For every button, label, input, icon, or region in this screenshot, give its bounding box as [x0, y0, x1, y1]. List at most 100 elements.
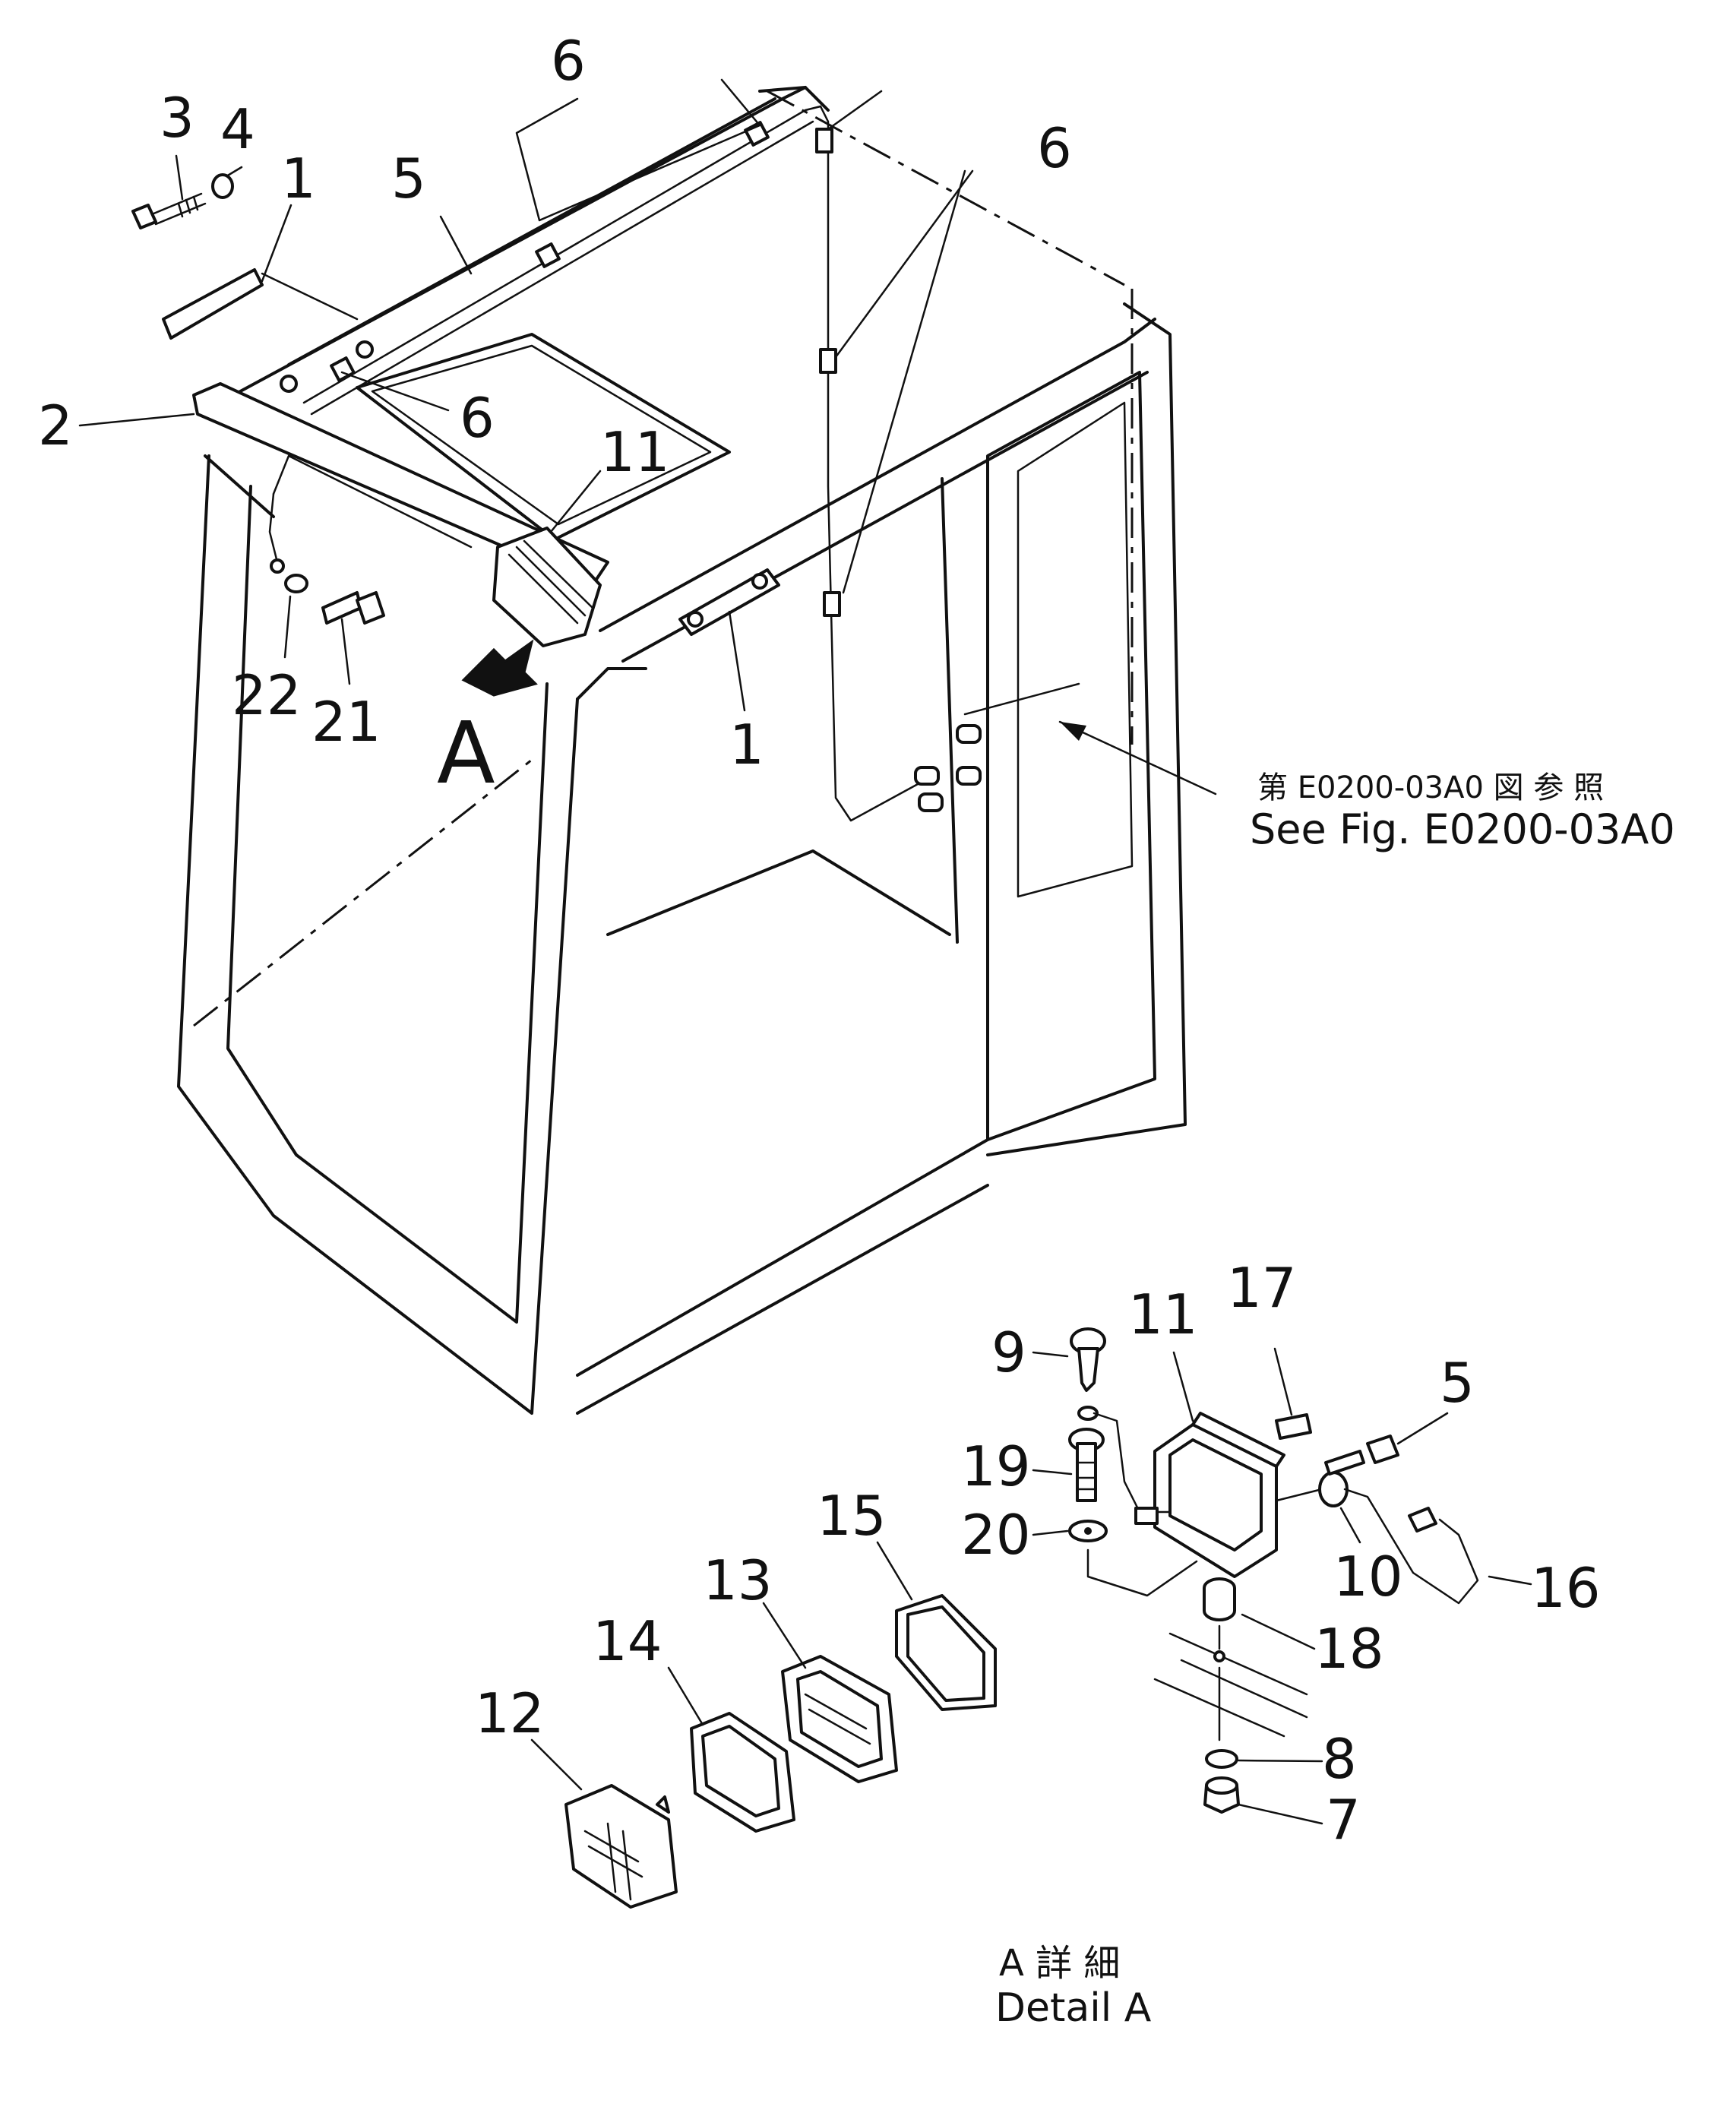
callout-6-mid: 6 [460, 386, 495, 450]
callout-2: 2 [38, 394, 73, 457]
clip-6b [535, 242, 561, 268]
washer-8 [1205, 1749, 1238, 1769]
leader-lines [78, 78, 1532, 1825]
washer-22 [284, 574, 308, 593]
callout-21: 21 [311, 690, 381, 754]
gasket-14-inner [701, 1725, 780, 1817]
view-letter-a: A [437, 704, 495, 803]
lamp-11-on-cab [492, 527, 602, 647]
washer-4 [211, 173, 234, 199]
washer-20-hole [1084, 1527, 1092, 1535]
wire-terminal [270, 558, 285, 574]
mount-hole [1213, 1650, 1225, 1662]
clip-6c [330, 356, 356, 382]
detail-caption-en: Detail A [995, 1985, 1152, 2031]
leader-19 [1032, 1469, 1073, 1476]
harness-wire-5 [302, 105, 936, 822]
callout-1-lower: 1 [729, 713, 764, 777]
callout-11-detail: 11 [1128, 1283, 1198, 1346]
detail-caption-jp: A 詳 細 [999, 1942, 1120, 1985]
bolt-21-head [356, 591, 385, 625]
leader-6-right-c [827, 90, 883, 131]
leader-6-mid [340, 371, 450, 412]
roof-right-beam [599, 318, 1156, 632]
leader-6-right-b [842, 169, 966, 594]
side-door-frame [986, 371, 1156, 1141]
callout-10: 10 [1333, 1545, 1403, 1608]
connector-d [918, 792, 944, 812]
connector-inner [1134, 1507, 1159, 1525]
callout-5-upper: 5 [391, 147, 426, 210]
rear-right-panel [986, 302, 1187, 1156]
leader-1b [728, 610, 746, 712]
leader-7 [1237, 1803, 1323, 1825]
mounting-bar [131, 173, 780, 647]
side-bottom-edge [576, 1184, 989, 1415]
front-pillar-left [177, 454, 579, 1415]
connector-16 [1408, 1507, 1437, 1533]
leader-13 [762, 1602, 807, 1669]
reference-note-en: See Fig. E0200-03A0 [1250, 805, 1675, 853]
callout-20: 20 [961, 1503, 1031, 1567]
bracket-11-top [1191, 1412, 1285, 1468]
reference-arrowhead [1060, 722, 1086, 741]
leader-21 [340, 618, 351, 685]
callout-17: 17 [1227, 1256, 1297, 1320]
leader-8 [1237, 1759, 1323, 1763]
assembly-line [1086, 1548, 1198, 1597]
leader-18 [1241, 1613, 1316, 1650]
callout-3: 3 [160, 86, 194, 150]
roof-rear-edge [767, 90, 1125, 286]
front-window-inner [226, 485, 549, 1324]
pillar-top [204, 454, 275, 518]
leader-2 [78, 413, 195, 427]
leader-3 [175, 154, 184, 201]
callout-6-right: 6 [1037, 116, 1072, 180]
side-bottom-inner [576, 1138, 989, 1377]
housing-13-inner [796, 1670, 883, 1768]
callout-16: 16 [1531, 1556, 1601, 1620]
nut-7-top [1205, 1776, 1238, 1795]
side-window [1017, 401, 1134, 898]
harness-5-connector [1366, 1434, 1399, 1464]
bolt-3-head [131, 204, 157, 229]
callout-4: 4 [220, 97, 255, 161]
bracket-11-inner [1168, 1438, 1263, 1552]
leader-11 [549, 470, 602, 533]
housing-13-detail [804, 1693, 871, 1745]
clip-6f [823, 591, 841, 617]
lamp-11-ribs [508, 539, 594, 625]
lamp-12-terminal [656, 1795, 670, 1814]
bolt-19-thread [1076, 1461, 1097, 1491]
bracket-1-upper [162, 268, 264, 340]
seal-15-inner [906, 1605, 985, 1702]
inner-post [941, 477, 959, 944]
callout-18: 18 [1314, 1617, 1384, 1681]
screw-9-shank [1077, 1347, 1099, 1392]
callout-1-upper: 1 [281, 147, 316, 210]
lamp-wire-drop [268, 492, 279, 564]
leader-15 [876, 1541, 913, 1601]
bracket-1-hole-a [687, 611, 704, 628]
callout-numbers: 3 4 1 5 6 6 2 6 11 22 21 1 9 11 17 5 19 … [38, 29, 1601, 1852]
connector-lead [963, 682, 1080, 716]
roof-window [356, 333, 731, 541]
bolt-19-shank [1076, 1442, 1097, 1502]
callout-9: 9 [991, 1321, 1026, 1384]
callout-22: 22 [232, 663, 302, 727]
front-pillar-right-top [576, 667, 647, 701]
bar-hole-a [280, 375, 298, 393]
washer-small [1077, 1406, 1099, 1421]
callout-5-detail: 5 [1440, 1351, 1475, 1415]
roof-inner-edge [287, 97, 776, 366]
leader-20 [1032, 1529, 1069, 1536]
callout-7: 7 [1326, 1788, 1361, 1852]
view-arrow-shape [461, 639, 538, 697]
harness-5-end [1324, 1450, 1365, 1476]
lamp-12-lens [583, 1822, 643, 1901]
label-17 [1275, 1413, 1312, 1440]
connector-c [914, 766, 940, 786]
callout-13: 13 [703, 1548, 773, 1612]
